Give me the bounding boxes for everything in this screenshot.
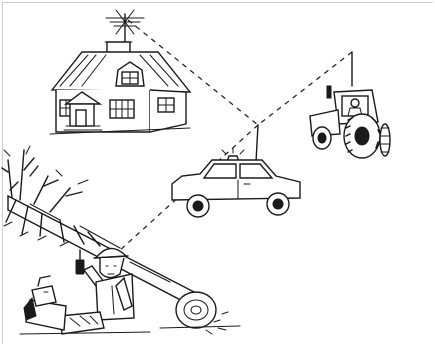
- tractor-illustration: [310, 52, 390, 158]
- radio-handset-icon: [76, 250, 84, 274]
- driver-head: [351, 99, 359, 107]
- house-illustration: [50, 10, 190, 134]
- chainsaw-icon: [32, 276, 56, 306]
- car-antenna-icon: [256, 125, 258, 162]
- car-illustration: [172, 125, 300, 217]
